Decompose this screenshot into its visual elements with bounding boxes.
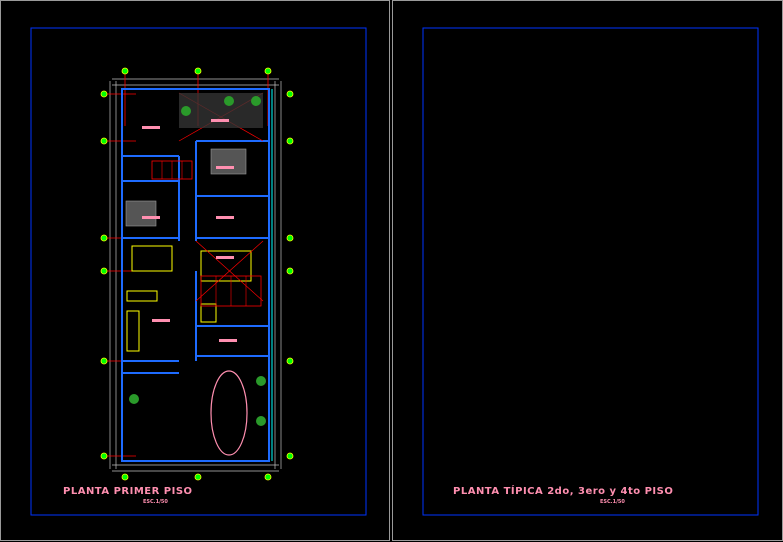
furniture bbox=[126, 310, 140, 352]
drawing-frame bbox=[422, 27, 759, 516]
plant-icon bbox=[181, 106, 191, 116]
grid-bubble bbox=[286, 90, 294, 98]
grid-bubble bbox=[100, 357, 108, 365]
grid-bubble bbox=[286, 357, 294, 365]
room-label-mark bbox=[142, 126, 160, 129]
grid-bubble bbox=[100, 234, 108, 242]
room-label-mark bbox=[216, 256, 234, 259]
floor-plan-first-floor bbox=[30, 27, 367, 516]
grid-bubble bbox=[264, 67, 272, 75]
bed bbox=[125, 200, 157, 227]
exterior-wall bbox=[121, 88, 270, 462]
plant-icon bbox=[256, 416, 266, 426]
grid-bubble bbox=[264, 473, 272, 481]
grid-bubble bbox=[286, 452, 294, 460]
void-cross bbox=[195, 240, 264, 302]
room-label-mark bbox=[142, 216, 160, 219]
grid-bubble bbox=[286, 267, 294, 275]
grid-bubble bbox=[100, 137, 108, 145]
viewport-first-floor[interactable]: PLANTA PRIMER PISO ESC.1/50 bbox=[0, 0, 390, 541]
sheet-title: PLANTA PRIMER PISO bbox=[63, 486, 193, 497]
furniture bbox=[200, 250, 252, 282]
floor-plan-typical-floor bbox=[422, 27, 759, 516]
plant-icon bbox=[256, 376, 266, 386]
grid-bubble bbox=[286, 234, 294, 242]
grid-bubble bbox=[121, 67, 129, 75]
grid-bubble bbox=[100, 267, 108, 275]
furniture bbox=[200, 303, 217, 323]
sheet-scale: ESC.1/50 bbox=[600, 499, 625, 505]
plant-icon bbox=[129, 394, 139, 404]
grid-bubble bbox=[100, 452, 108, 460]
grid-bubble bbox=[194, 67, 202, 75]
sheet-title: PLANTA TÍPICA 2do, 3ero y 4to PISO bbox=[453, 486, 674, 497]
grid-bubble bbox=[121, 473, 129, 481]
car-icon bbox=[210, 370, 248, 456]
grid-bubble bbox=[286, 137, 294, 145]
room-label-mark bbox=[216, 166, 234, 169]
bed bbox=[210, 148, 247, 175]
furniture bbox=[126, 290, 158, 302]
room-label-mark bbox=[211, 119, 229, 122]
furniture bbox=[131, 245, 173, 272]
plant-icon bbox=[224, 96, 234, 106]
sheet-scale: ESC.1/50 bbox=[143, 499, 168, 505]
grid-bubble bbox=[194, 473, 202, 481]
grid-bubble bbox=[100, 90, 108, 98]
viewport-typical-floor[interactable]: PLANTA TÍPICA 2do, 3ero y 4to PISO ESC.1… bbox=[392, 0, 783, 541]
room-label-mark bbox=[152, 319, 170, 322]
garden-patch bbox=[179, 93, 263, 128]
plant-icon bbox=[251, 96, 261, 106]
room-label-mark bbox=[219, 339, 237, 342]
room-label-mark bbox=[216, 216, 234, 219]
drawing-frame bbox=[30, 27, 367, 516]
